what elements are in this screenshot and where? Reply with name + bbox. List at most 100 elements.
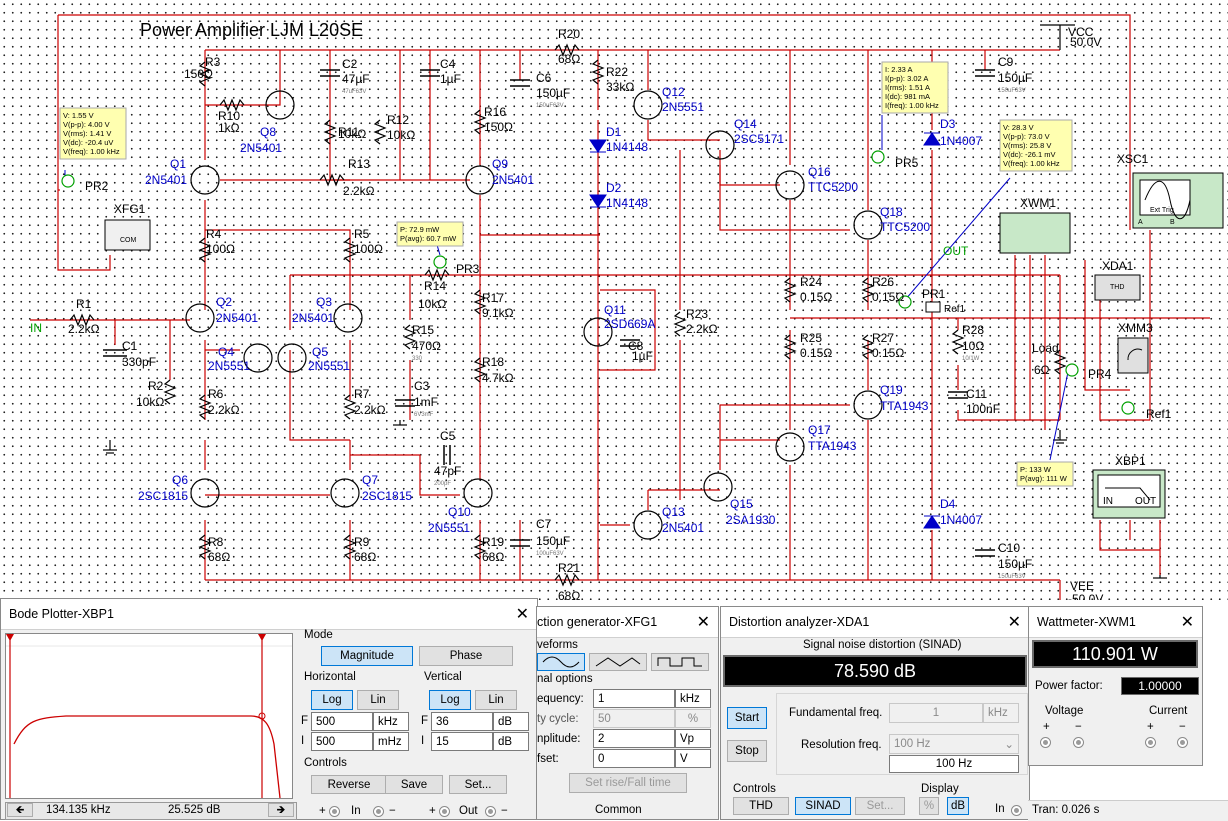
component-ref-c9[interactable]: C9 xyxy=(998,55,1014,69)
square-wave-icon[interactable] xyxy=(651,653,709,671)
magnitude-button[interactable]: Magnitude xyxy=(321,646,413,666)
close-icon[interactable]: ✕ xyxy=(1007,614,1021,631)
stop-button[interactable]: Stop xyxy=(727,740,767,762)
component-ref-r8[interactable]: R8 xyxy=(208,535,224,549)
probe-box-pr4[interactable] xyxy=(1016,461,1074,487)
component-ref-r1[interactable]: R1 xyxy=(76,297,92,311)
probe-box-pr1[interactable] xyxy=(999,119,1073,172)
terminal-icon[interactable] xyxy=(373,806,384,817)
resolution-freq-select[interactable]: 100 Hz ⌄ xyxy=(889,734,1019,754)
component-ref-q6[interactable]: Q6 xyxy=(172,473,188,487)
probe-box-pr3[interactable] xyxy=(396,221,464,247)
bode-plotter-window[interactable]: Bode Plotter-XBP1 ✕ 🡸 134.135 kHz 25.525… xyxy=(0,598,538,820)
terminal-icon[interactable] xyxy=(1040,737,1051,748)
component-ref-c3[interactable]: C3 xyxy=(414,379,430,393)
component-ref-r19[interactable]: R19 xyxy=(482,535,504,549)
component-ref-q2[interactable]: Q2 xyxy=(216,295,232,309)
component-ref-q16[interactable]: Q16 xyxy=(808,165,831,179)
component-ref-q17[interactable]: Q17 xyxy=(808,423,831,437)
horizontal-initial-unit[interactable]: mHz xyxy=(373,732,409,751)
component-ref-q1[interactable]: Q1 xyxy=(170,157,186,171)
db-button[interactable]: dB xyxy=(947,797,969,815)
terminal-icon[interactable] xyxy=(485,806,496,817)
wattmeter-window[interactable]: Wattmeter-XWM1 ✕ 110.901 W Power factor:… xyxy=(1028,606,1203,766)
component-ref-c10[interactable]: C10 xyxy=(998,541,1020,555)
component-ref-q18[interactable]: Q18 xyxy=(880,205,903,219)
percent-button[interactable]: % xyxy=(919,797,939,815)
component-ref-c6[interactable]: C6 xyxy=(536,71,552,85)
start-button[interactable]: Start xyxy=(727,707,767,729)
component-ref-c2[interactable]: C2 xyxy=(342,57,358,71)
function-generator-window[interactable]: ction generator-XFG1 ✕ veforms nal optio… xyxy=(536,606,719,820)
vertical-lin-button[interactable]: Lin xyxy=(475,690,517,710)
component-ref-r6[interactable]: R6 xyxy=(208,387,224,401)
probe-box-pr2[interactable] xyxy=(59,107,127,160)
reverse-button[interactable]: Reverse xyxy=(311,775,387,794)
terminal-icon[interactable] xyxy=(1073,737,1084,748)
component-ref-r4[interactable]: R4 xyxy=(206,227,222,241)
component-ref-r10[interactable]: R10 xyxy=(218,109,240,123)
wattmeter-title-bar[interactable]: Wattmeter-XWM1 ✕ xyxy=(1029,607,1202,638)
component-ref-c11[interactable]: C11 xyxy=(966,387,987,401)
component-ref-c7[interactable]: C7 xyxy=(536,517,552,531)
terminal-icon[interactable] xyxy=(329,806,340,817)
horizontal-log-button[interactable]: Log xyxy=(311,690,353,710)
component-ref-r5[interactable]: R5 xyxy=(354,227,370,241)
component-ref-r15[interactable]: R15 xyxy=(412,323,434,337)
component-ref-r24[interactable]: R24 xyxy=(800,275,822,289)
component-ref-r22[interactable]: R22 xyxy=(606,65,628,79)
terminal-icon[interactable] xyxy=(439,806,450,817)
component-ref-q15[interactable]: Q15 xyxy=(730,497,753,511)
arrow-left-icon[interactable]: 🡸 xyxy=(7,803,33,817)
horizontal-final-input[interactable]: 500 xyxy=(311,712,373,731)
duty-unit[interactable]: % xyxy=(675,709,711,728)
component-ref-c1[interactable]: C1 xyxy=(122,339,138,353)
component-ref-r11[interactable]: R11 xyxy=(338,125,359,139)
distortion-set-button[interactable]: Set... xyxy=(855,797,905,815)
component-ref-r20[interactable]: R20 xyxy=(558,27,580,41)
distortion-title-bar[interactable]: Distortion analyzer-XDA1 ✕ xyxy=(721,607,1029,638)
vertical-log-button[interactable]: Log xyxy=(429,690,471,710)
horizontal-final-unit[interactable]: kHz xyxy=(373,712,409,731)
component-ref-r28[interactable]: R28 xyxy=(962,323,984,337)
component-ref-r2[interactable]: R2 xyxy=(148,379,164,393)
close-icon[interactable]: ✕ xyxy=(696,614,710,631)
component-ref-r21[interactable]: R21 xyxy=(558,561,580,575)
component-ref-d2[interactable]: D2 xyxy=(606,181,622,195)
terminal-icon[interactable] xyxy=(1177,737,1188,748)
thd-button[interactable]: THD xyxy=(733,797,789,815)
component-ref-r9[interactable]: R9 xyxy=(354,535,370,549)
component-ref-q12[interactable]: Q12 xyxy=(662,85,685,99)
component-ref-r25[interactable]: R25 xyxy=(800,331,822,345)
frequency-input[interactable]: 1 xyxy=(593,689,675,708)
component-ref-r26[interactable]: R26 xyxy=(872,275,894,289)
component-ref-c4[interactable]: C4 xyxy=(440,57,456,71)
sinad-button[interactable]: SINAD xyxy=(795,797,851,815)
set-button[interactable]: Set... xyxy=(449,775,507,794)
component-ref-r17[interactable]: R17 xyxy=(482,291,504,305)
component-ref-q8[interactable]: Q8 xyxy=(260,125,276,139)
bode-plot-area[interactable] xyxy=(5,633,293,799)
component-ref-q5[interactable]: Q5 xyxy=(312,345,328,359)
component-ref-load[interactable]: Load xyxy=(1032,341,1059,355)
triangle-wave-icon[interactable] xyxy=(589,653,647,671)
sine-wave-icon[interactable] xyxy=(537,653,585,671)
rise-fall-button[interactable]: Set rise/Fall time xyxy=(569,773,687,793)
component-ref-r14[interactable]: R14 xyxy=(424,279,446,293)
fgen-title-bar[interactable]: ction generator-XFG1 ✕ xyxy=(537,607,718,638)
component-ref-d3[interactable]: D3 xyxy=(940,117,956,131)
close-icon[interactable]: ✕ xyxy=(515,606,529,623)
amplitude-input[interactable]: 2 xyxy=(593,729,675,748)
horizontal-lin-button[interactable]: Lin xyxy=(357,690,399,710)
component-ref-q13[interactable]: Q13 xyxy=(662,505,685,519)
component-ref-q7[interactable]: Q7 xyxy=(362,473,378,487)
save-button[interactable]: Save xyxy=(385,775,443,794)
vertical-initial-input[interactable]: 15 xyxy=(431,732,493,751)
component-ref-r12[interactable]: R12 xyxy=(387,113,409,127)
duty-input[interactable]: 50 xyxy=(593,709,675,728)
vertical-initial-unit[interactable]: dB xyxy=(493,732,529,751)
frequency-unit[interactable]: kHz xyxy=(675,689,711,708)
offset-unit[interactable]: V xyxy=(675,749,711,768)
component-ref-r18[interactable]: R18 xyxy=(482,355,504,369)
component-ref-q9[interactable]: Q9 xyxy=(492,157,508,171)
